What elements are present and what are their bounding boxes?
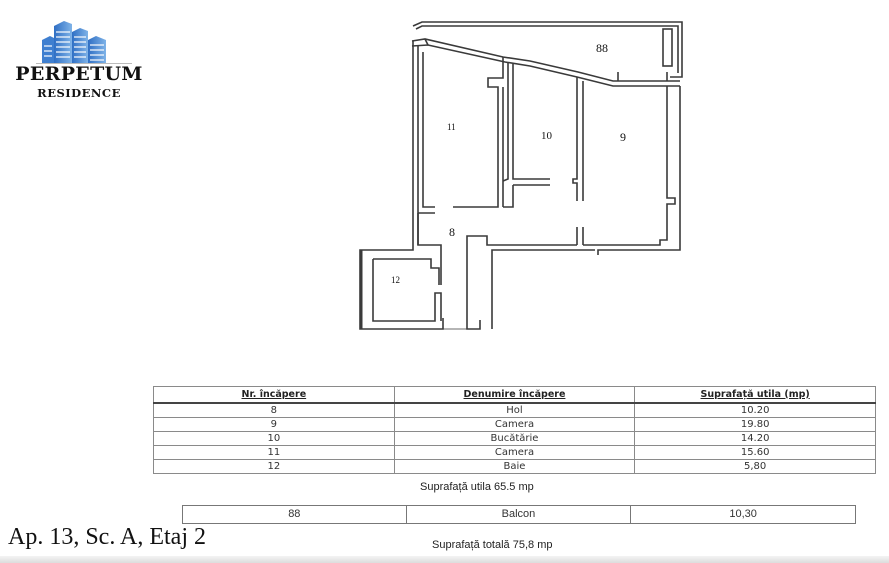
cell-room-name: Balcon [405,505,632,524]
table-row: 88 Balcon 10,30 [182,505,856,524]
floor-plan-drawing [359,21,683,330]
table-row: 12 Baie 5,80 [153,458,876,474]
cell-room-name: Camera [393,444,636,460]
cell-room-area: 19.80 [634,416,876,432]
buildings-icon [42,21,106,64]
cell-room-area: 10,30 [630,505,856,524]
cell-room-name: Hol [393,402,636,418]
cell-room-area: 10.20 [634,402,876,418]
room-label-88: 88 [596,41,608,55]
floor-plan: 88 11 10 9 8 12 [355,15,695,340]
room-label-11: 11 [447,122,456,132]
logo-divider [36,63,132,64]
table-row: 9 Camera 19.80 [153,416,876,432]
table-row: 8 Hol 10.20 [153,402,876,418]
cell-room-name: Baie [393,458,636,474]
room-label-9: 9 [620,130,626,144]
header-useful-area: Suprafață utila (mp) [634,386,876,404]
logo-subtitle: RESIDENCE [37,86,121,100]
header-room-number: Nr. încăpere [153,386,395,404]
logo-brand-name: PERPETUM [15,63,143,85]
balcony-table: 88 Balcon 10,30 [182,505,856,524]
cell-room-number: 11 [153,444,395,460]
cell-room-area: 5,80 [634,458,876,474]
room-label-8: 8 [449,225,455,239]
table-header-row: Nr. încăpere Denumire încăpere Suprafață… [153,386,876,404]
header-room-name: Denumire încăpere [393,386,636,404]
apartment-title: Ap. 13, Sc. A, Etaj 2 [8,524,206,550]
logo: PERPETUM RESIDENCE [8,20,150,102]
cell-room-number: 8 [153,402,395,418]
cell-room-number: 88 [182,505,407,524]
cell-room-number: 9 [153,416,395,432]
cell-room-area: 15.60 [634,444,876,460]
table-row: 10 Bucătărie 14.20 [153,430,876,446]
rooms-table: Nr. încăpere Denumire încăpere Suprafață… [153,386,876,474]
useful-area-total: Suprafață utila 65.5 mp [420,481,534,493]
cell-room-name: Bucătărie [393,430,636,446]
cell-room-area: 14.20 [634,430,876,446]
cell-room-number: 12 [153,458,395,474]
cell-room-name: Camera [393,416,636,432]
bottom-shadow-strip [0,556,889,563]
cell-room-number: 10 [153,430,395,446]
table-row: 11 Camera 15.60 [153,444,876,460]
total-area: Suprafață totală 75,8 mp [432,539,553,551]
room-label-12: 12 [391,275,400,285]
room-label-10: 10 [541,130,552,142]
